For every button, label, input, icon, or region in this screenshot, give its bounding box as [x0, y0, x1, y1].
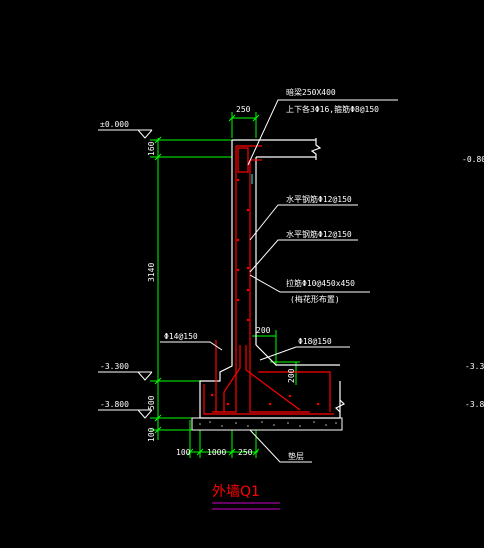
cushion-note: 垫层 — [288, 451, 304, 461]
rebar-dots — [210, 178, 320, 406]
bar-note-left: Φ14@150 — [164, 332, 198, 341]
tie-bar-note-line1: 拉筋Φ10@450x450 — [286, 278, 355, 288]
elevation-080-label: -0.80 — [462, 155, 484, 164]
dim-top-width: 250 — [236, 105, 251, 114]
dim-bottom-left: 100 — [176, 448, 191, 457]
dim-cushion: 100 — [147, 427, 156, 442]
dimension-lines — [150, 112, 300, 458]
horizontal-bar-note-1: 水平钢筋Φ12@150 — [286, 194, 352, 204]
elevation-top-label: ±0.000 — [100, 120, 129, 129]
dim-haunch-width: 200 — [256, 326, 271, 335]
drawing-title: 外墙Q1 — [212, 484, 260, 500]
leader-lines — [160, 99, 398, 463]
structure-outline — [199, 138, 346, 419]
bar-note-right: Φ18@150 — [298, 337, 332, 346]
dim-haunch-height: 200 — [287, 368, 296, 383]
beam-note-line1: 暗梁250X400 — [286, 87, 336, 97]
elevation-markers — [98, 129, 153, 419]
dim-footing-thk: 500 — [147, 395, 156, 410]
rebar — [203, 145, 334, 415]
dim-bottom-right: 250 — [238, 448, 253, 457]
cushion-layer — [191, 417, 343, 431]
dim-bottom-mid: 1000 — [207, 448, 226, 457]
horizontal-bar-note-2: 水平钢筋Φ12@150 — [286, 229, 352, 239]
elevation-380-right-label: -3.80 — [465, 400, 484, 409]
elevation-380-left-label: -3.800 — [100, 400, 129, 409]
dim-top-slab: 160 — [147, 141, 156, 156]
elevation-330-left-label: -3.300 — [100, 362, 129, 371]
dim-wall-height: 3140 — [147, 263, 156, 282]
beam-note-line2: 上下各3Φ16,箍筋Φ8@150 — [286, 104, 379, 114]
elevation-330-right-label: -3.30 — [465, 362, 484, 371]
tie-bar-note-line2: (梅花形布置) — [290, 294, 340, 304]
